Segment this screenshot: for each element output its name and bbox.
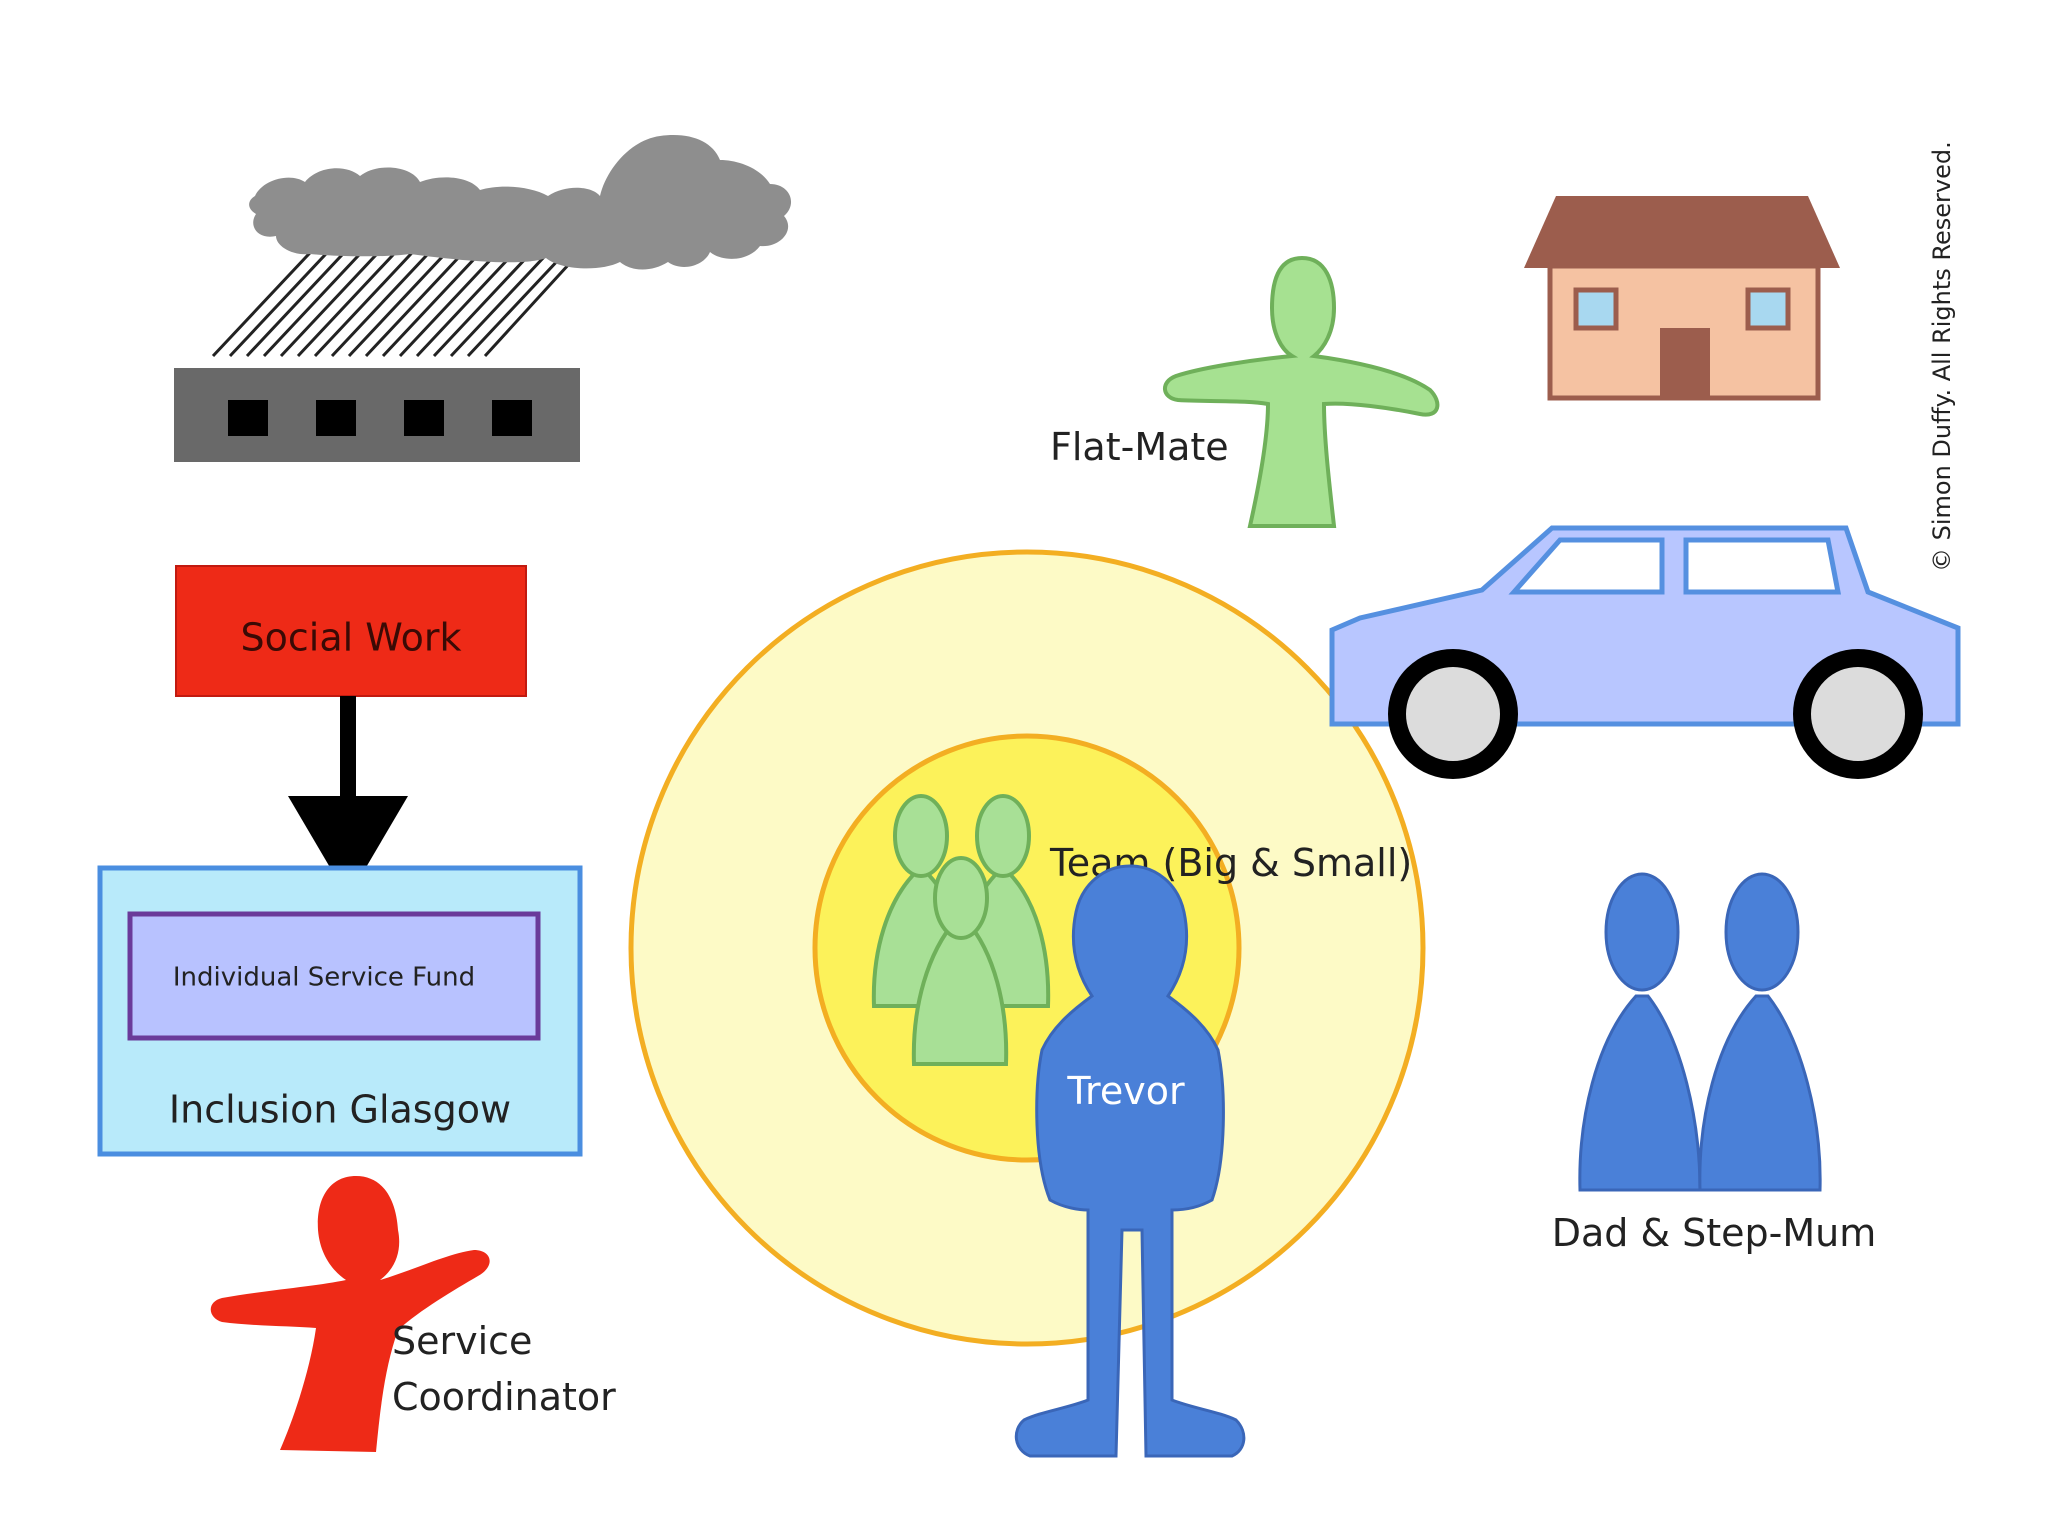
dad-step-mum-figures	[1578, 872, 1822, 1192]
trevor-figure	[1014, 864, 1246, 1458]
funding-arrow	[288, 696, 408, 898]
flat-mate-label: Flat-Mate	[1050, 425, 1229, 469]
step-mum-figure	[1698, 872, 1822, 1192]
car-rear-wheel	[1793, 649, 1923, 779]
flat-mate-figure	[1163, 255, 1440, 528]
copyright-notice: © Simon Duffy. All Rights Reserved.	[1928, 141, 1956, 572]
car-front-window	[1508, 537, 1665, 595]
rain-cloud-icon	[211, 135, 792, 358]
service-coordinator-label-line1: Service	[392, 1319, 532, 1363]
car-icon	[1329, 525, 1961, 779]
team-person-front	[911, 856, 1009, 1066]
inclusion-glasgow-box: Individual Service Fund Inclusion Glasgo…	[97, 865, 583, 1157]
dad-step-mum-label: Dad & Step-Mum	[1552, 1211, 1877, 1255]
house-icon	[1524, 196, 1840, 401]
service-coordinator-figure	[210, 1176, 490, 1452]
car-front-wheel	[1388, 649, 1518, 779]
building-icon	[174, 368, 580, 462]
social-work-box: Social Work	[175, 565, 527, 697]
social-work-label: Social Work	[241, 616, 462, 660]
service-coordinator-label-line2: Coordinator	[392, 1375, 616, 1419]
trevor-label: Trevor	[1066, 1069, 1185, 1113]
individual-service-fund-box	[127, 911, 541, 1041]
dad-figure	[1578, 872, 1702, 1192]
individual-service-fund-label: Individual Service Fund	[173, 963, 475, 993]
inclusion-glasgow-label: Inclusion Glasgow	[169, 1088, 511, 1132]
car-rear-window	[1683, 537, 1842, 595]
team-figures	[871, 794, 1051, 1066]
